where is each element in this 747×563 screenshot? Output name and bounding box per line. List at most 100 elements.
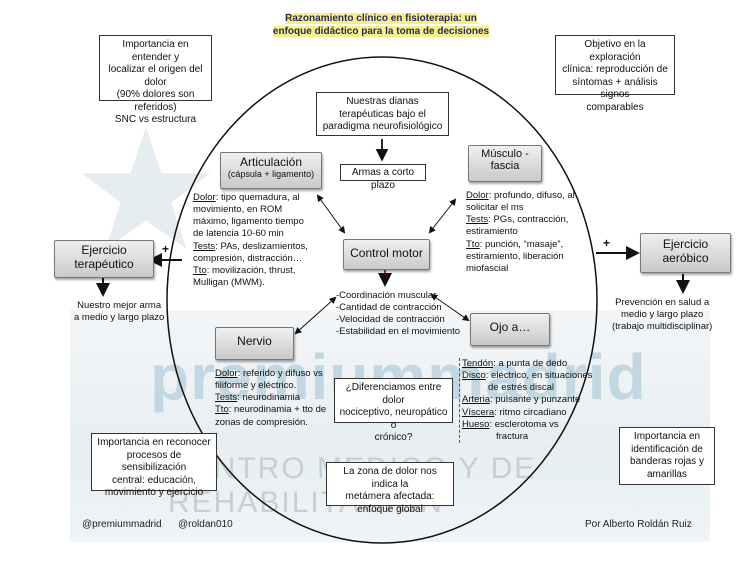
control-motor-list: -Coordinación muscular -Cantidad de cont…: [336, 290, 460, 339]
box-line: La zona de dolor nos indica la: [343, 466, 437, 490]
detail-line: Tto: movilización, thrust,: [193, 264, 296, 276]
box-dianas-terapeuticas: Nuestras dianas terapéuticas bajo el par…: [316, 92, 449, 136]
note-line: Nuestro mejor arma: [77, 300, 162, 311]
detail-line: Víscera: ritmo circadiano: [462, 406, 567, 418]
box-line: Nuestras dianas: [346, 96, 419, 107]
node-title: Control motor: [350, 246, 423, 260]
detail-line: Hueso: esclerotoma vs: [462, 418, 559, 430]
detail-line: Arteria: pulsante y punzante: [462, 394, 581, 406]
note-line: (90% dolores son referidos): [116, 89, 195, 113]
list-item: -Cantidad de contracción: [336, 302, 442, 314]
node-title-2: aeróbico: [662, 251, 709, 265]
node-title: Ejercicio: [662, 237, 709, 251]
box-zona-dolor: La zona de dolor nos indica la metámera …: [326, 462, 454, 515]
note-line: Importancia en: [633, 431, 701, 442]
note-line: a medio y largo plazo: [74, 312, 165, 324]
note-line: Importancia en reconocer: [97, 437, 211, 448]
box-line: enfoque global: [357, 503, 423, 515]
list-item: -Velocidad de contracción: [336, 314, 445, 326]
note-objetivo-exploracion: Objetivo en la exploración clínica: repr…: [555, 35, 675, 113]
detail-line: Dolor: tipo quemadura, al: [193, 192, 300, 203]
note-line: Importancia en entender y: [122, 39, 189, 63]
node-control-motor: Control motor: [343, 239, 430, 270]
box-line: ¿Diferenciamos entre dolor: [345, 382, 442, 406]
note-line: localizar el origen del dolor: [108, 64, 203, 88]
node-subtitle: (cápsula + ligamento): [227, 169, 315, 179]
node-title: Músculo -: [481, 148, 529, 160]
detail-line: miofascial: [466, 262, 509, 274]
node-title: Ojo a…: [489, 320, 531, 334]
detail-line: Mulligan (MWM).: [193, 277, 265, 289]
detail-line: zonas de compresión.: [215, 416, 308, 428]
note-line: síntomas + análisis signos: [572, 76, 658, 101]
node-musculo-fascia: Músculo - fascia: [468, 145, 542, 182]
list-item: -Coordinación muscular: [336, 290, 437, 301]
note-line: medio y largo plazo: [620, 309, 704, 321]
box-line: terapéuticas bajo el: [339, 108, 426, 120]
detail-line: Dolor: referido y difuso vs: [215, 368, 323, 379]
title-line-1: Razonamiento clínico en fisioterapia: un: [285, 13, 477, 24]
node-title: Ejercicio: [81, 243, 127, 257]
note-line: banderas rojas y: [630, 456, 704, 467]
articulacion-details: Dolor: tipo quemadura, al movimiento, en…: [193, 192, 308, 289]
detail-line: Tests: PGs, contracción,: [466, 214, 569, 226]
footer-handle-2: @roldan010: [178, 519, 233, 530]
box-line: metámera afectada:: [345, 491, 435, 502]
detail-line: estiramiento: [466, 226, 518, 238]
detail-line: Tto: punción, “masaje”,: [466, 238, 564, 250]
node-nervio: Nervio: [215, 327, 294, 360]
detail-line: de latencia 10-60 min: [193, 228, 284, 240]
note-line: Prevención en salud a: [615, 297, 710, 308]
arrow-ojo-control: [430, 293, 470, 322]
detail-line: Tto: neurodinamia + tto de: [215, 404, 327, 416]
arrow-nervio-control: [294, 296, 337, 335]
note-line: (trabajo multidisciplinar): [612, 321, 713, 333]
note-line: procesos de sensibilización: [121, 449, 187, 474]
footer-author: Por Alberto Roldán Ruiz: [585, 519, 692, 530]
detail-line: máximo, ligamento tiempo: [193, 216, 304, 228]
note-line: amarillas: [646, 468, 687, 480]
note-sensibilizacion-central: Importancia en reconocer procesos de sen…: [91, 433, 217, 498]
detail-line: Tests: PAs, deslizamientos,: [193, 240, 308, 252]
plus-sign-right: +: [603, 236, 611, 250]
node-title: Nervio: [237, 334, 272, 348]
list-item: -Estabilidad en el movimiento: [336, 326, 461, 338]
note-banderas: Importancia en identificación de bandera…: [619, 427, 715, 485]
arrow-articulacion-control: [316, 194, 346, 234]
node-title-2: fascia: [490, 160, 520, 172]
note-line: Objetivo en la exploración: [584, 39, 646, 63]
plus-sign-left: +: [162, 242, 170, 256]
box-armas-corto-plazo: Armas a corto plazo: [340, 164, 426, 191]
detail-line: movimiento, en ROM: [193, 204, 283, 216]
note-line: SNC vs estructura: [114, 114, 197, 125]
node-ejercicio-aerobico: Ejercicio aeróbico: [640, 233, 731, 273]
main-circle: [166, 56, 598, 544]
box-line: paradigma neurofisiológico: [322, 121, 443, 132]
ojo-details: Tendón: a punta de dedo Disco: eléctrico…: [459, 358, 593, 444]
box-line: nociceptivo, neuropático o: [339, 407, 448, 431]
note-line: comparables: [586, 101, 644, 113]
node-title-2: terapéutico: [74, 257, 134, 271]
node-articulacion: Articulación (cápsula + ligamento): [220, 152, 322, 189]
nervio-details: Dolor: referido y difuso vs filiforme y …: [215, 368, 326, 429]
detail-line: fractura: [496, 430, 529, 442]
node-title: Articulación: [239, 155, 303, 169]
musculo-details: Dolor: profundo, difuso, al solicitar el…: [466, 190, 575, 275]
note-line: clínica: reproducción de: [562, 64, 668, 75]
box-line: crónico?: [374, 432, 413, 443]
detail-line: estiramiento, liberación: [466, 250, 564, 262]
note-line: identificación de: [631, 443, 703, 455]
detail-line: compresión, distracción…: [193, 252, 303, 264]
note-mejor-arma: Nuestro mejor arma a medio y largo plazo: [74, 300, 164, 324]
detail-line: Dolor: profundo, difuso, al: [466, 190, 575, 201]
note-prevencion: Prevención en salud a medio y largo plaz…: [612, 297, 712, 333]
note-origen-dolor: Importancia en entender y localizar el o…: [99, 35, 212, 125]
detail-line: Tendón: a punta de dedo: [462, 358, 568, 369]
note-line: movimiento y ejercicio: [104, 487, 204, 498]
page-title: Razonamiento clínico en fisioterapia: un…: [268, 12, 494, 38]
node-ejercicio-terapeutico: Ejercicio terapéutico: [54, 240, 154, 278]
detail-line: Disco: eléctrico, en situaciones: [462, 370, 593, 382]
arrow-musculo-control: [428, 198, 457, 234]
